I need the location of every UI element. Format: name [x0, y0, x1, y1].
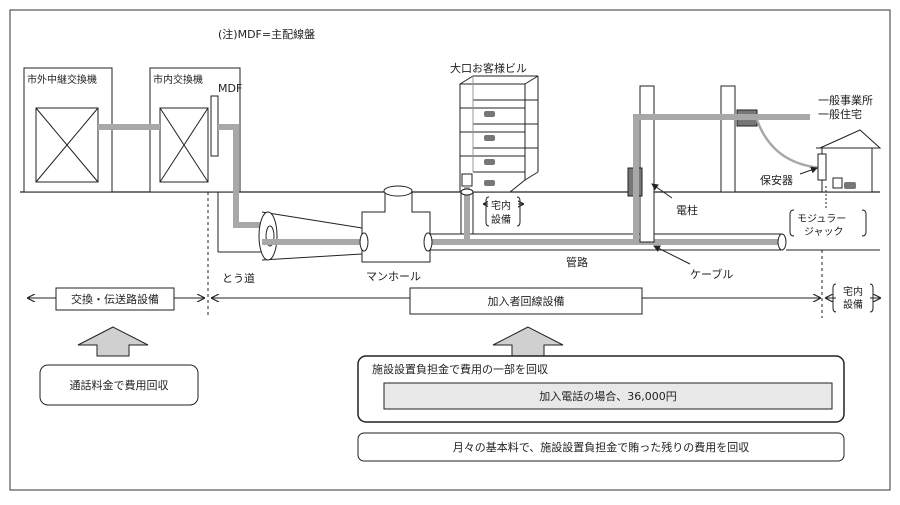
section-indoor: 宅内 設備 [826, 283, 880, 313]
manhole-label: マンホール [366, 270, 421, 283]
cable-label: ケーブル [690, 267, 733, 281]
monthly-fee-box: 月々の基本料で、施設設置負担金で賄った残りの費用を回収 [357, 432, 845, 462]
building-indoor-label-2: 設備 [491, 213, 511, 226]
local-exchange-label: 市内交換機 [153, 73, 203, 86]
building-indoor-label-1: 宅内 [491, 199, 511, 212]
section-subscriber: 加入者回線設備 [212, 287, 820, 315]
building-label: 大口お客様ビル [450, 61, 527, 75]
local-exchange: 市内交換機 MDF [149, 67, 242, 193]
section-exchange: 交換・伝送路設備 [28, 287, 204, 311]
call-charges-box: 通話料金で費用回収 [39, 364, 199, 406]
up-arrow-icon [77, 326, 149, 357]
mdf-label: MDF [218, 82, 242, 95]
telephone-icon [484, 180, 495, 186]
installation-fee-title: 施設設置負担金で費用の一部を回収 [372, 362, 548, 376]
building-indoor-bracket: 宅内 設備 [484, 196, 523, 227]
call-charges-label: 通話料金で費用回収 [70, 378, 169, 392]
conduit-label: 管路 [566, 255, 588, 269]
toll-exchange: 市外中継交換機 [23, 67, 113, 193]
utility-pole [627, 85, 655, 243]
mdf-frame [210, 95, 219, 157]
mdf-note: (注)MDF=主配線盤 [218, 27, 315, 41]
aerial-cable [633, 114, 810, 242]
customer-label-1: 一般事業所 [818, 94, 873, 107]
telephone-icon [484, 159, 495, 165]
monthly-fee-label: 月々の基本料で、施設設置負担金で賄った残りの費用を回収 [453, 440, 750, 454]
telephone-icon [844, 182, 856, 189]
installation-fee-amount: 加入電話の場合、36,000円 [539, 389, 677, 403]
section-indoor-label-2: 設備 [843, 298, 863, 311]
outer-frame [9, 9, 891, 491]
conduit [430, 233, 880, 251]
pole-label: 電柱 [676, 203, 698, 217]
modular-jack-label-2: ジャック [804, 226, 844, 238]
protector-box [461, 173, 473, 187]
section-exchange-label: 交換・伝送路設備 [71, 292, 159, 306]
telephone-icon [484, 111, 495, 117]
modular-jack [832, 177, 843, 189]
customer-label-2: 一般住宅 [818, 107, 862, 121]
tunnel [258, 211, 363, 261]
up-arrow-icon [492, 326, 564, 357]
utility-pole [720, 85, 758, 193]
tunnel-label: とう道 [222, 271, 255, 285]
section-indoor-label-1: 宅内 [843, 285, 863, 298]
customer-building [459, 75, 539, 193]
modular-jack-label-1: モジュラー [797, 213, 846, 225]
modular-jack-callout: モジュラー ジャック [789, 186, 867, 238]
telephone-icon [484, 135, 495, 141]
manhole [359, 185, 433, 263]
protector-label: 保安器 [760, 173, 793, 187]
protector-device [817, 153, 827, 181]
section-subscriber-label: 加入者回線設備 [488, 294, 565, 308]
house [816, 129, 882, 193]
drop-wire [755, 119, 821, 170]
mdf-cable [218, 124, 262, 228]
toll-exchange-label: 市外中継交換機 [27, 73, 97, 86]
installation-fee-box: 施設設置負担金で費用の一部を回収 加入電話の場合、36,000円 [357, 355, 845, 423]
